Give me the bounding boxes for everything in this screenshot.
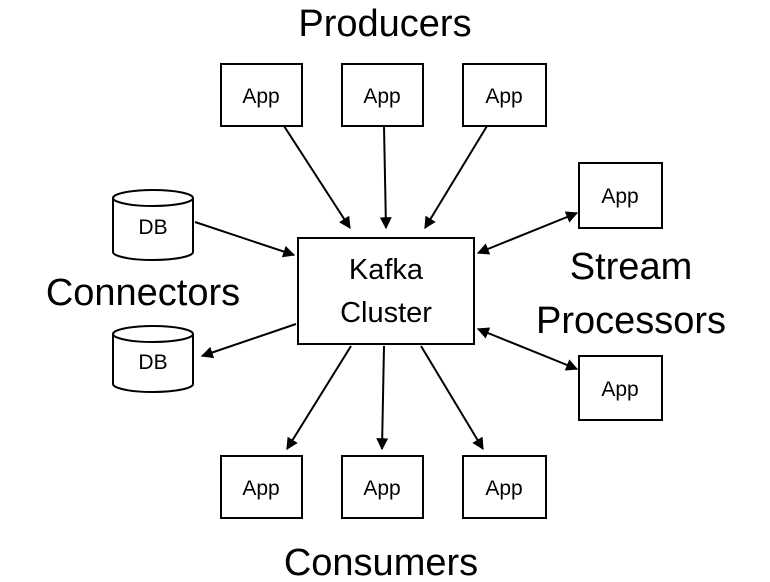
consumer-app-label: App xyxy=(242,477,279,500)
database-icon: DB xyxy=(112,189,194,261)
stream-processors-label-line2: Processors xyxy=(536,300,726,342)
consumers-label: Consumers xyxy=(284,542,478,582)
stream-processor-app-node: App xyxy=(578,355,663,421)
consumer-app-node: App xyxy=(341,455,424,519)
stream-processor-app-label: App xyxy=(601,378,638,401)
source-connector-arrow xyxy=(194,221,296,258)
stream-processors-label-line1: Stream xyxy=(570,246,692,288)
producer-app-node: App xyxy=(462,63,547,127)
consumer-app-node: App xyxy=(462,455,547,519)
cluster-to-consumer-arrow xyxy=(420,345,484,451)
producers-label: Producers xyxy=(298,3,471,45)
connector-db-label: DB xyxy=(138,216,167,239)
producer-app-label: App xyxy=(485,85,522,108)
cluster-to-consumer-arrow xyxy=(376,345,389,451)
consumer-app-node: App xyxy=(220,455,303,519)
stream-processor-app-node: App xyxy=(578,162,663,229)
stream-processor-arrow xyxy=(476,211,579,255)
stream-processor-arrow xyxy=(476,327,579,371)
sink-connector-arrow xyxy=(200,323,297,359)
connectors-label: Connectors xyxy=(46,272,240,314)
producer-app-label: App xyxy=(242,85,279,108)
database-icon: DB xyxy=(112,325,194,393)
connector-db-label: DB xyxy=(138,351,167,374)
consumer-app-label: App xyxy=(363,477,400,500)
stream-processor-app-label: App xyxy=(601,185,638,208)
cluster-to-consumer-arrow xyxy=(286,345,352,451)
producer-app-node: App xyxy=(341,63,424,127)
kafka-cluster-node: Kafka Cluster xyxy=(297,237,475,345)
kafka-cluster-label-line1: Kafka xyxy=(349,254,424,286)
producer-app-node: App xyxy=(220,63,303,127)
kafka-cluster-label-line2: Cluster xyxy=(340,297,432,329)
producer-to-cluster-arrow xyxy=(379,125,392,230)
producer-to-cluster-arrow xyxy=(283,125,351,230)
producer-app-label: App xyxy=(363,85,400,108)
consumer-app-label: App xyxy=(485,477,522,500)
producer-to-cluster-arrow xyxy=(424,125,488,230)
